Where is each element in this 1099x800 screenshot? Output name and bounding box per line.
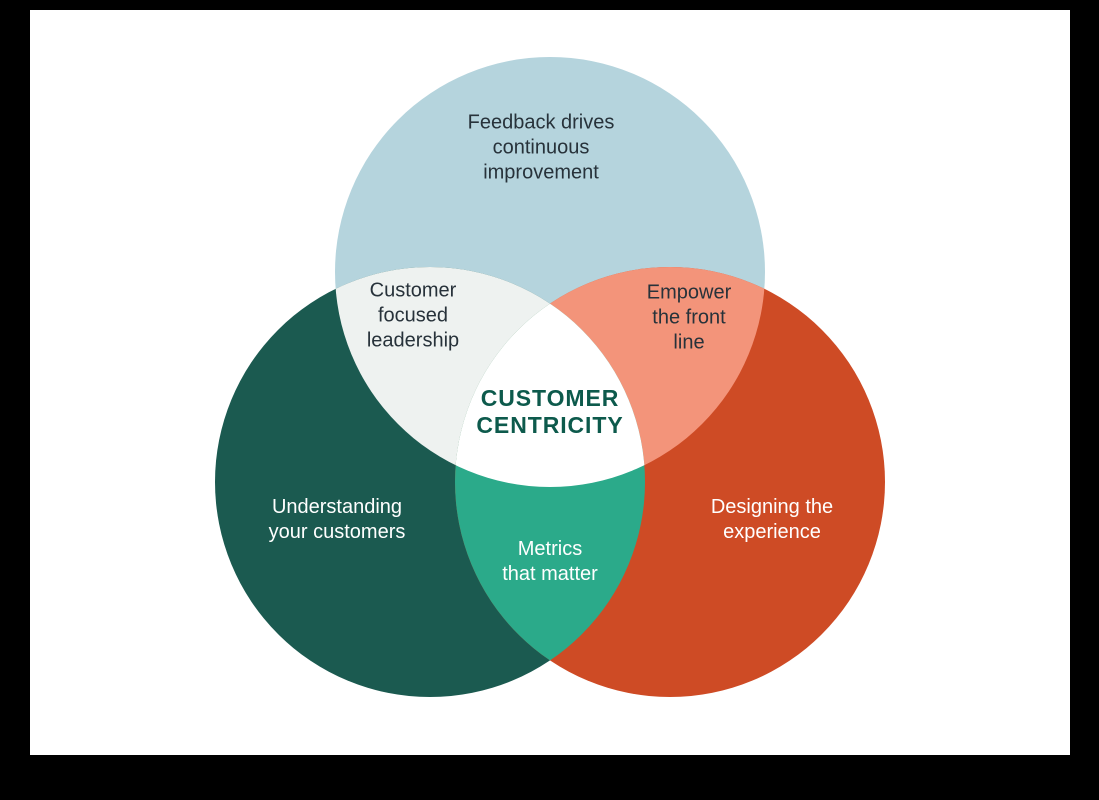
center-region <box>455 267 645 487</box>
venn-diagram <box>215 57 885 697</box>
diagram-canvas: Feedback drives continuous improvement C… <box>30 10 1070 755</box>
